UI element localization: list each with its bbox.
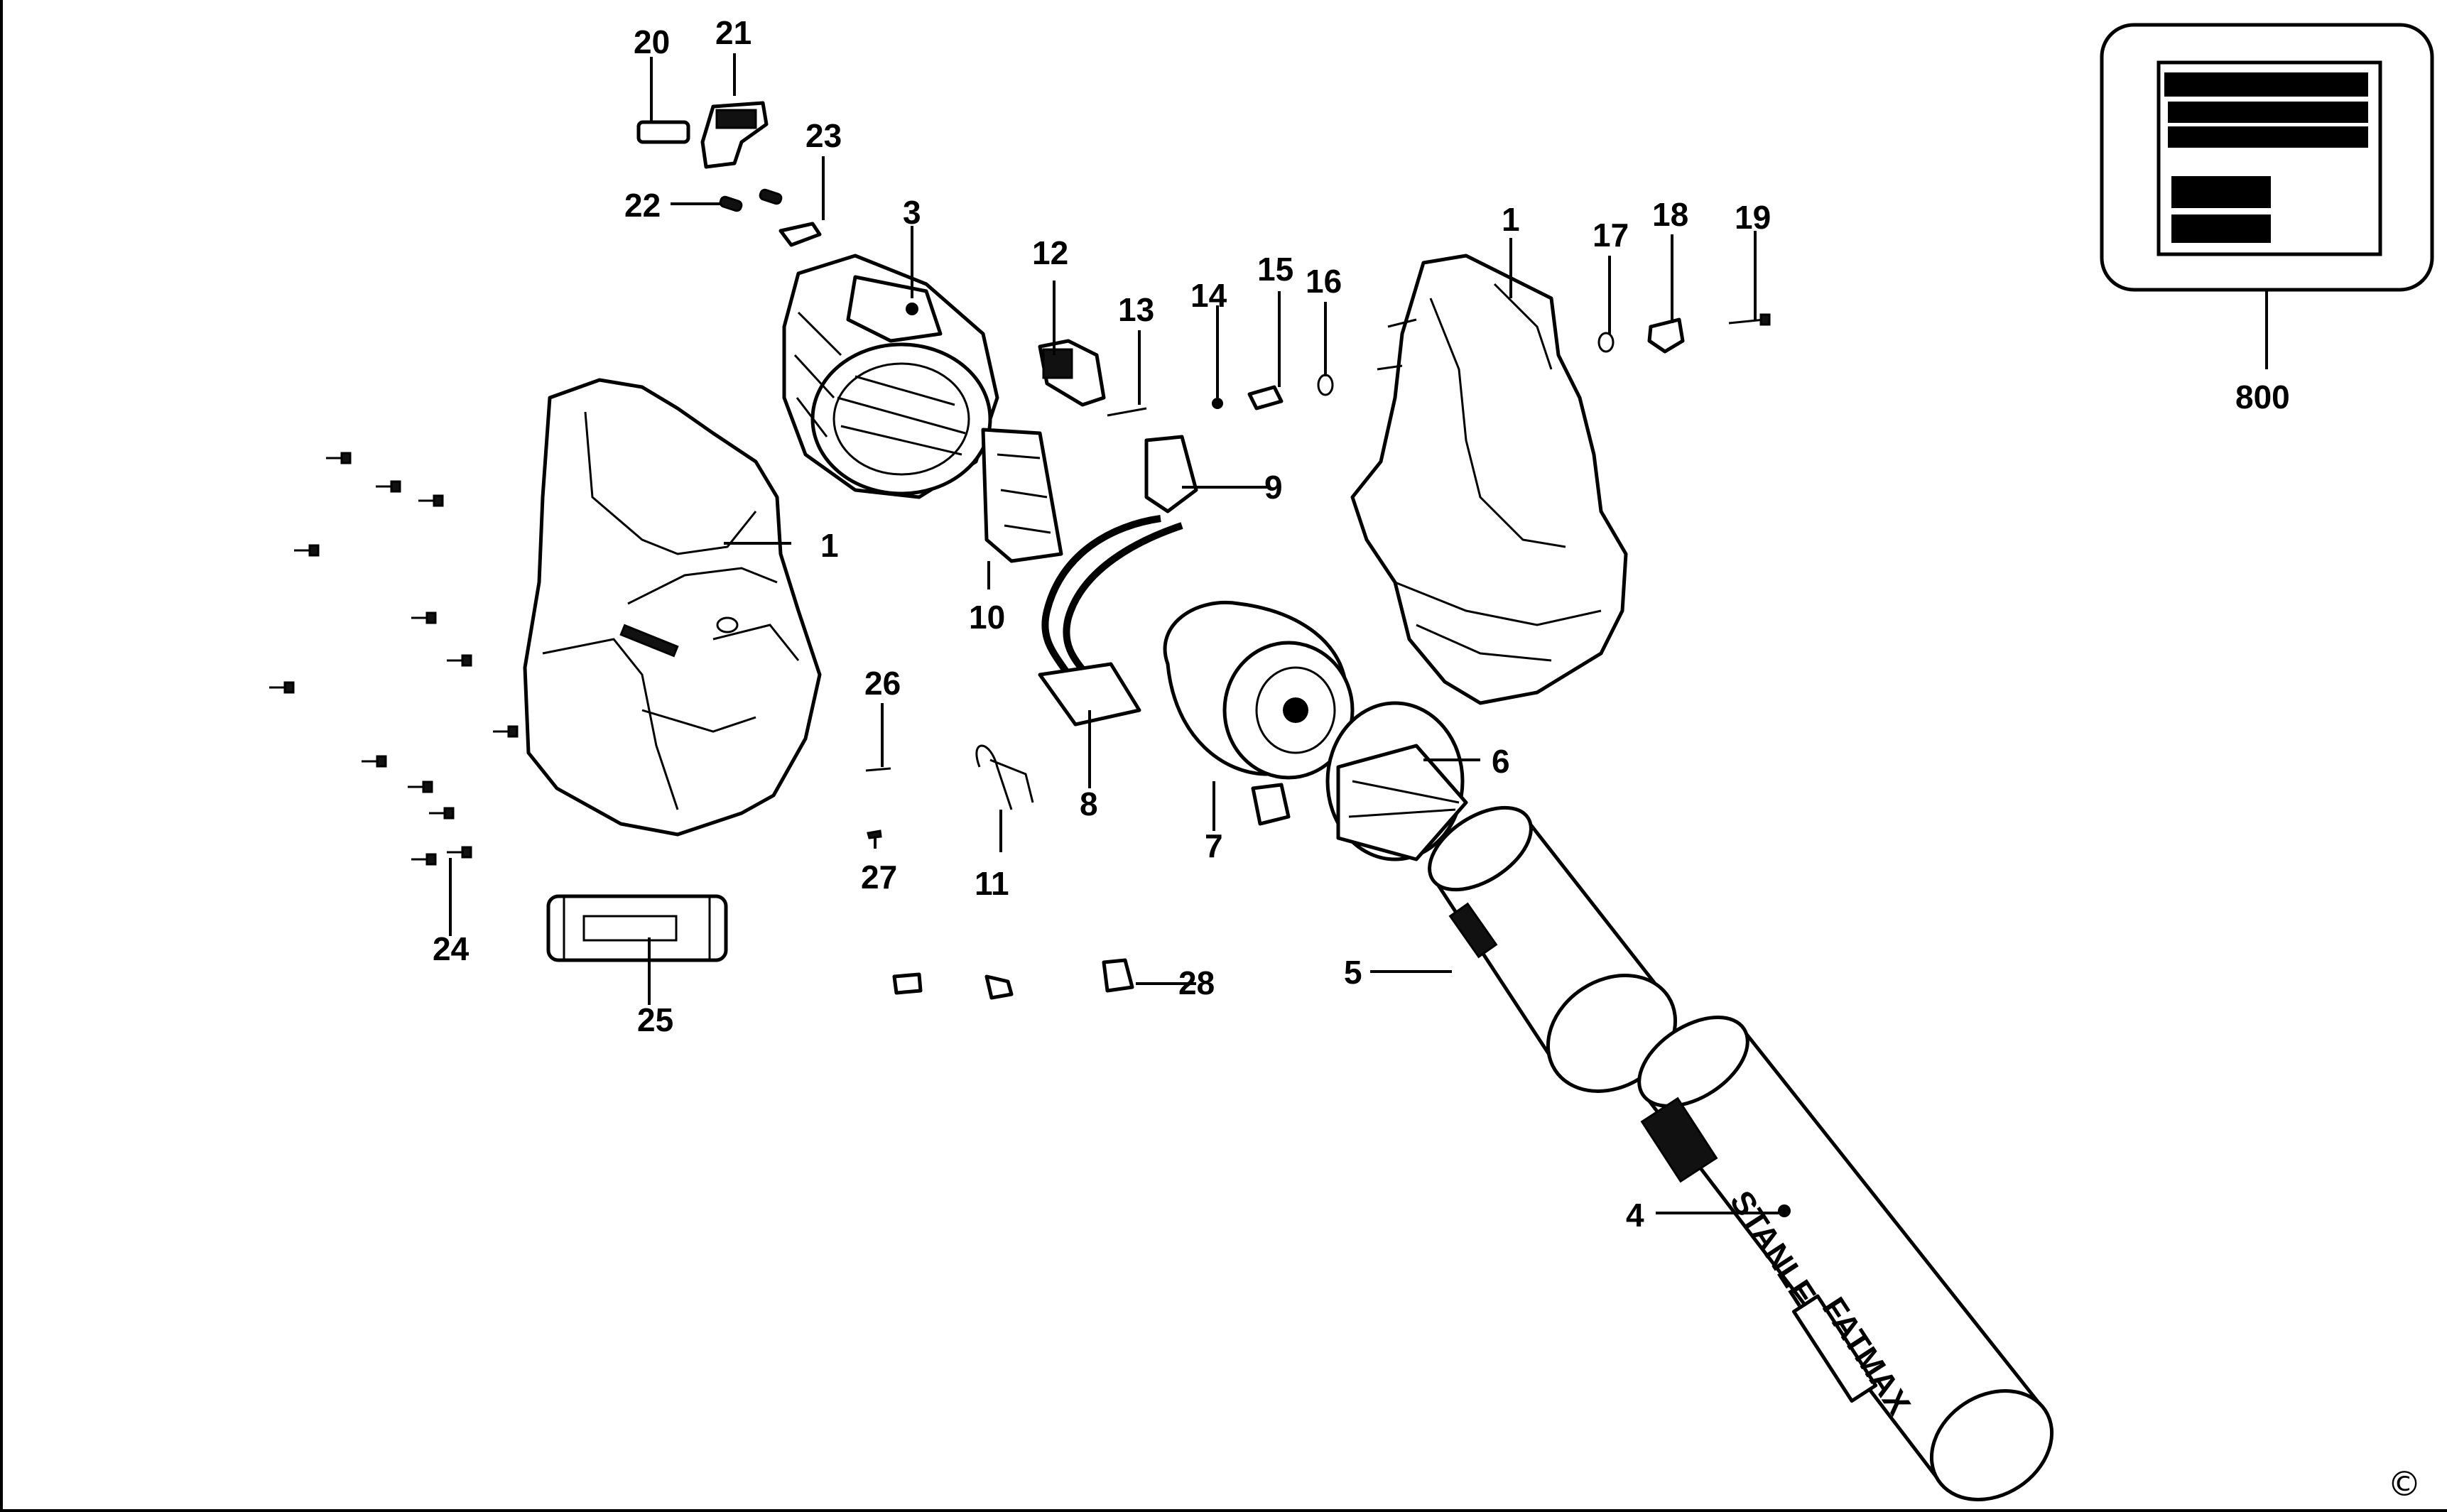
wire-clip-11: [975, 744, 1034, 810]
callout-1-left: 1: [820, 527, 839, 564]
callout-17: 17: [1593, 217, 1629, 254]
callout-23: 23: [805, 117, 842, 154]
copyright-mark: ©: [2387, 1464, 2421, 1504]
callout-21: 21: [715, 14, 752, 51]
wiring-harness-9-8: [1038, 435, 1198, 727]
switch-plate-10: [981, 428, 1063, 563]
right-housing-half: [1350, 254, 1628, 705]
callout-15: 15: [1257, 251, 1293, 288]
motor-7: [1163, 601, 1355, 826]
callout-13: 13: [1118, 291, 1154, 328]
callout-7: 7: [1205, 827, 1223, 864]
callout-4: 4: [1626, 1197, 1644, 1234]
callout-26: 26: [864, 665, 901, 702]
callout-12: 12: [1032, 234, 1068, 271]
callout-25: 25: [637, 1001, 673, 1038]
callout-24: 24: [433, 930, 470, 967]
callout-5: 5: [1344, 954, 1362, 991]
callout-22: 22: [624, 187, 661, 224]
cover-plate-25: [546, 894, 728, 962]
callout-20: 20: [634, 23, 670, 60]
callout-800: 800: [2235, 379, 2290, 415]
impeller-fan-6: [1325, 701, 1468, 861]
callout-28: 28: [1178, 964, 1215, 1001]
diagram-canvas: STANLEY FATMAX: [269, 14, 2434, 1504]
blower-tube-4: STANLEY FATMAX: [1637, 1016, 2054, 1501]
air-inlet-grille-3: [782, 254, 999, 499]
leader-lines: [449, 53, 2268, 1214]
callout-10: 10: [969, 599, 1005, 636]
callout-18: 18: [1652, 196, 1688, 233]
callout-27: 27: [861, 859, 897, 896]
callout-16: 16: [1306, 263, 1342, 300]
callout-3: 3: [903, 194, 921, 231]
wire-caps-28: [892, 958, 1134, 1000]
pins-26-27: [865, 767, 891, 839]
small-parts-17-19: [1597, 313, 1771, 354]
callout-14: 14: [1190, 277, 1227, 314]
callout-6: 6: [1492, 743, 1510, 780]
callout-9: 9: [1264, 469, 1283, 506]
trigger-parts-12-16: [1038, 339, 1334, 417]
label-plate-800: [2100, 23, 2434, 292]
callout-11: 11: [975, 865, 1009, 902]
switch-parts-20-23: [636, 101, 822, 247]
screw-set-24: [269, 452, 519, 866]
callout-19: 19: [1735, 199, 1771, 236]
callout-1-right: 1: [1502, 201, 1520, 238]
callout-8: 8: [1080, 785, 1098, 822]
callout-labels: 20 21 23 22 3 12 13 14 15 16 9 1 10 26 8…: [433, 14, 2290, 1234]
left-housing-half: [523, 378, 822, 837]
